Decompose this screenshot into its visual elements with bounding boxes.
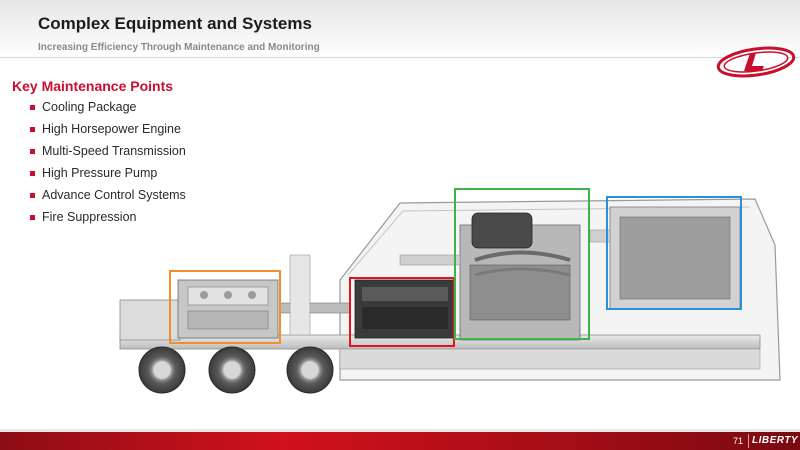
- bullet-icon: [30, 149, 35, 154]
- list-item: High Pressure Pump: [30, 164, 186, 186]
- list-item: Multi-Speed Transmission: [30, 142, 186, 164]
- slide-header: [0, 0, 800, 58]
- bullet-icon: [30, 171, 35, 176]
- page-number: 71: [733, 436, 744, 446]
- maintenance-points-list: Cooling Package High Horsepower Engine M…: [30, 98, 186, 230]
- slide-title: Complex Equipment and Systems: [38, 14, 312, 33]
- footer-brand-logo: LIBERTY: [752, 435, 799, 446]
- liberty-logo-icon: [716, 46, 796, 78]
- footer-separator: [748, 434, 749, 448]
- footer-stripe: [0, 429, 800, 432]
- bullet-icon: [30, 127, 35, 132]
- bullet-icon: [30, 105, 35, 110]
- engine-highlight-box: [454, 188, 590, 340]
- bullet-icon: [30, 215, 35, 220]
- list-item: Cooling Package: [30, 98, 186, 120]
- slide-subtitle: Increasing Efficiency Through Maintenanc…: [38, 42, 320, 53]
- list-item: Advance Control Systems: [30, 186, 186, 208]
- bullet-icon: [30, 193, 35, 198]
- list-item: High Horsepower Engine: [30, 120, 186, 142]
- header-divider: [0, 57, 800, 58]
- key-maintenance-heading: Key Maintenance Points: [12, 78, 174, 94]
- cooling-highlight-box: [606, 196, 742, 310]
- pump-highlight-box: [169, 270, 281, 344]
- frac-pump-trailer-illustration: [119, 188, 781, 394]
- list-item: Fire Suppression: [30, 208, 186, 230]
- footer-bar: [0, 432, 800, 450]
